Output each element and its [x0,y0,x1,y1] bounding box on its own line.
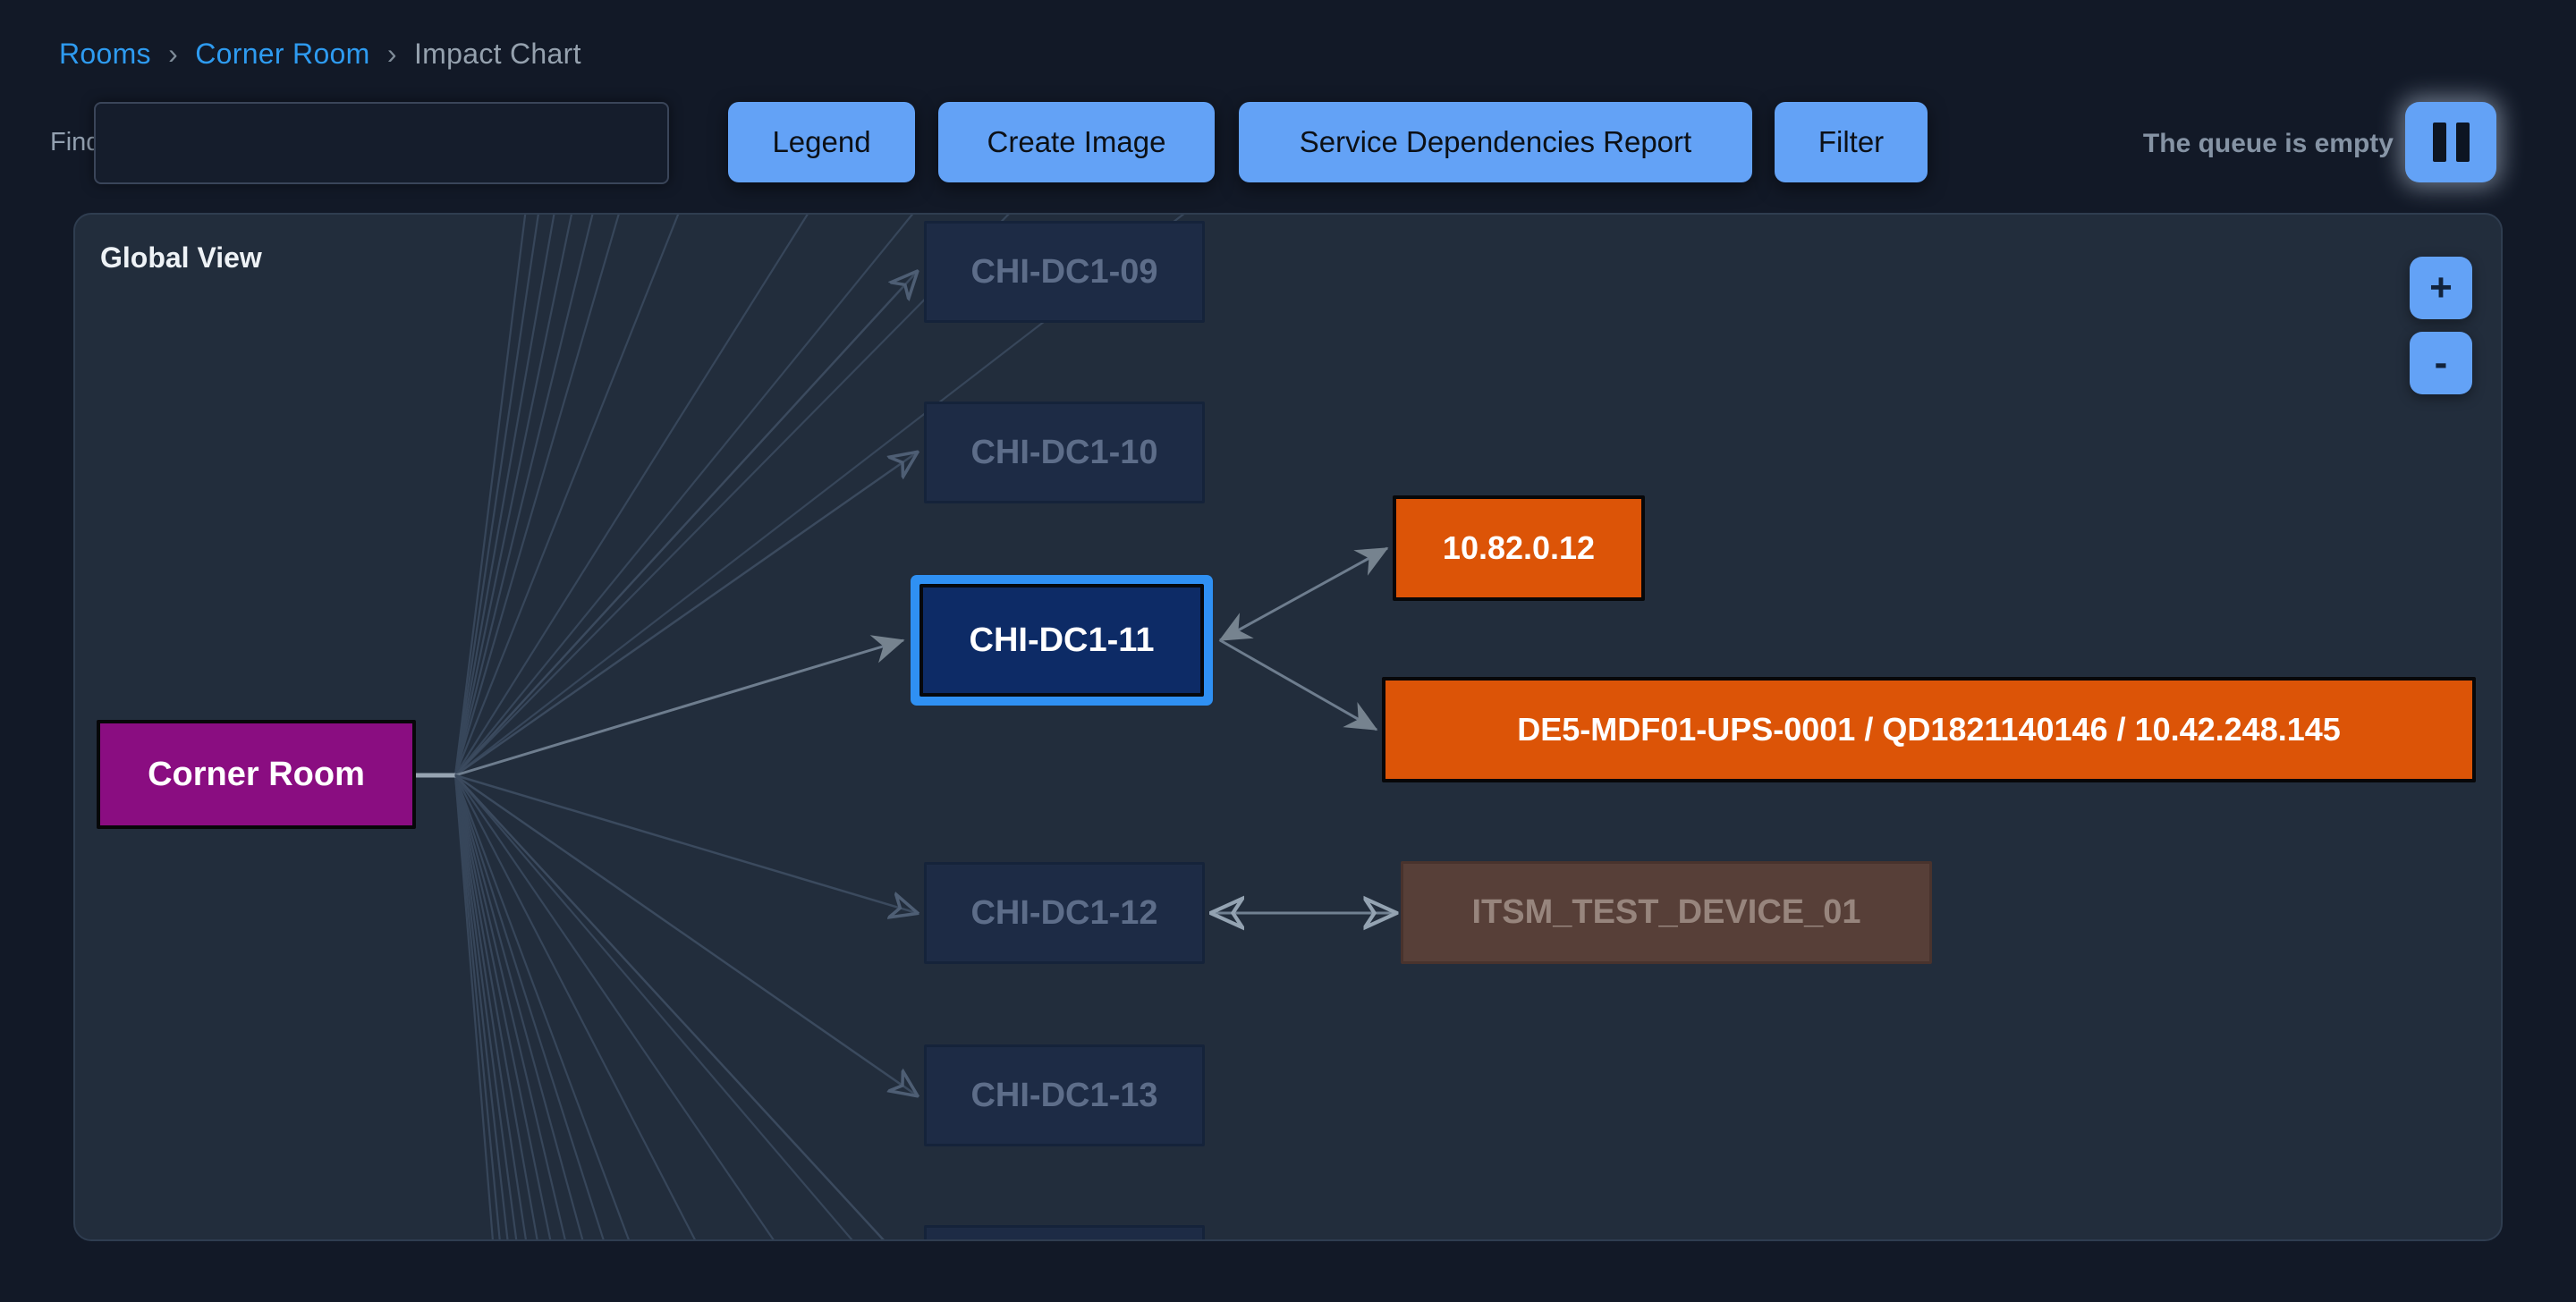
node-chi-dc1-13[interactable]: CHI-DC1-13 [924,1044,1205,1146]
filter-button[interactable]: Filter [1775,102,1928,182]
breadcrumb-impact-chart: Impact Chart [413,38,581,70]
node-node-below[interactable] [924,1225,1205,1239]
zoom-in-button[interactable]: + [2410,257,2472,319]
create-image-button[interactable]: Create Image [938,102,1215,182]
pause-icon [2432,123,2470,162]
node-chi-dc1-10[interactable]: CHI-DC1-10 [924,402,1205,503]
zoom-out-button[interactable]: - [2410,332,2472,394]
legend-button[interactable]: Legend [728,102,915,182]
service-dependencies-report-button[interactable]: Service Dependencies Report [1239,102,1752,182]
find-input[interactable] [94,102,669,184]
breadcrumb: Rooms › Corner Room › Impact Chart [59,38,581,71]
node-itsm-test-device[interactable]: ITSM_TEST_DEVICE_01 [1401,861,1932,964]
breadcrumb-separator: › [168,38,179,70]
node-chi-dc1-11[interactable]: CHI-DC1-11 [919,584,1204,697]
node-corner-room[interactable]: Corner Room [97,720,416,829]
node-ip-10-82-0-12[interactable]: 10.82.0.12 [1393,495,1645,601]
breadcrumb-corner-room[interactable]: Corner Room [195,38,370,70]
node-de5-mdf01-ups[interactable]: DE5-MDF01-UPS-0001 / QD1821140146 / 10.4… [1382,677,2476,782]
node-chi-dc1-12[interactable]: CHI-DC1-12 [924,862,1205,964]
breadcrumb-rooms[interactable]: Rooms [59,38,151,70]
queue-status-text: The queue is empty [2142,129,2394,158]
global-view-label: Global View [100,241,262,274]
pause-queue-button[interactable] [2405,102,2496,182]
breadcrumb-separator: › [386,38,397,70]
find-label: Find [50,128,101,156]
edges-layer [416,215,2501,1239]
node-chi-dc1-09[interactable]: CHI-DC1-09 [924,221,1205,323]
